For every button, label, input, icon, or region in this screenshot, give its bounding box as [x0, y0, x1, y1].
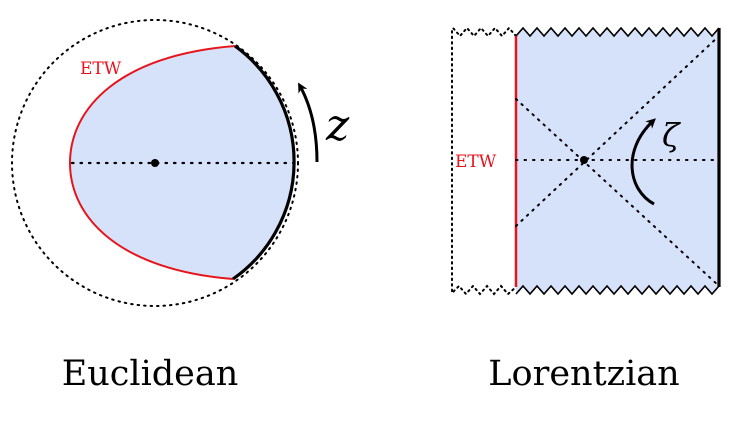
euclidean-center-dot	[151, 159, 159, 167]
euclidean-variable-label: z	[325, 100, 350, 151]
lorentzian-rotation-arrow	[630, 118, 656, 206]
euclidean-panel: ETW z Euclidean	[11, 19, 350, 394]
lorentzian-center-dot	[580, 156, 588, 164]
lorentzian-shaded-region	[516, 28, 719, 294]
lorentzian-variable-label: ζ	[662, 116, 681, 154]
lorentzian-caption: Lorentzian	[488, 354, 679, 394]
euclidean-etw-curve	[68, 45, 236, 280]
euclidean-caption: Euclidean	[62, 354, 239, 394]
euclidean-rotation-arrow	[298, 82, 319, 163]
lorentzian-top-zigzag	[515, 26, 720, 38]
euclidean-boundary-circle	[11, 19, 299, 307]
lorentzian-etw-label: ETW	[455, 152, 497, 172]
lorentzian-bottom-zigzag	[515, 284, 720, 296]
lorentzian-dotted-diagonal-2	[515, 35, 720, 227]
euclidean-etw-label: ETW	[80, 59, 122, 79]
lorentzian-panel: ETW ζ Lorentzian	[451, 26, 721, 394]
lorentzian-dotted-diagonal-1	[515, 98, 720, 287]
lorentzian-excised-region-outline	[451, 26, 517, 296]
